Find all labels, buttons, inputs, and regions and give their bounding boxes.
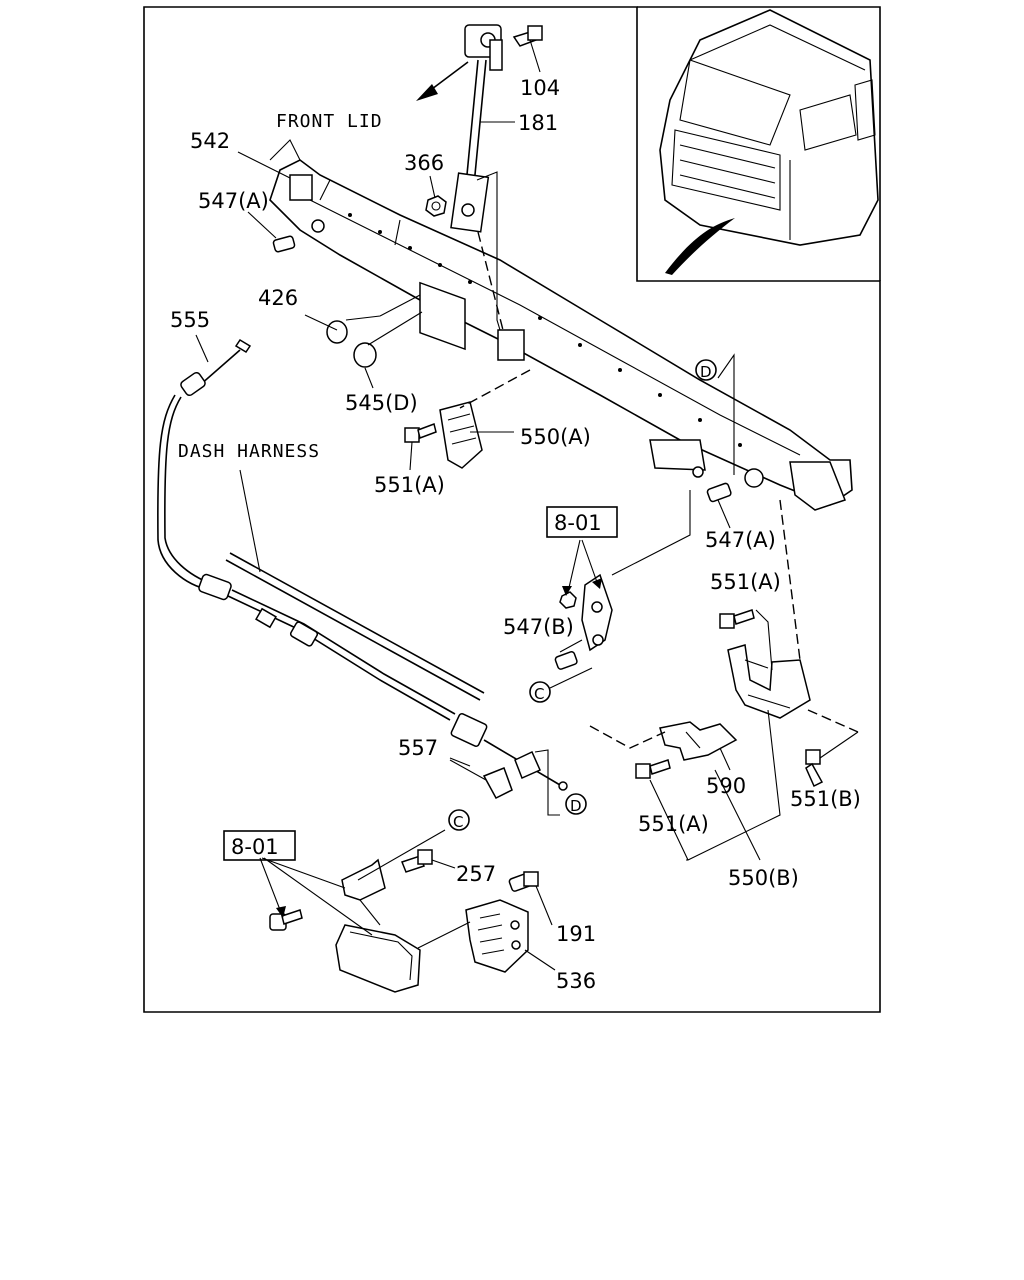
leader-lamp-hinge <box>417 921 471 949</box>
bolt-551a-lower <box>635 759 671 779</box>
leader-547a-right <box>717 499 731 529</box>
ref-circle-c-left <box>529 681 551 703</box>
inset-frame <box>637 6 881 281</box>
callout-542: 542 <box>190 129 230 153</box>
diagram-frame <box>143 6 881 1013</box>
gas-strut-181 <box>450 24 503 233</box>
callout-547b: 547(B) <box>503 615 574 639</box>
leader-104 <box>529 39 541 73</box>
cross-member-542 <box>269 139 853 511</box>
cab-inset-illustration <box>659 9 879 275</box>
ref-box-801-lower <box>223 830 296 861</box>
ref-801-lower: 8-01 <box>231 835 279 859</box>
strut-link-lines <box>476 171 501 331</box>
ref-c-left: C <box>534 685 544 703</box>
ref-d-top: D <box>700 363 712 381</box>
leader-366 <box>429 175 436 199</box>
leader-d-top <box>717 353 735 475</box>
leader-257 <box>431 859 456 869</box>
nut-366 <box>425 195 447 217</box>
leader-c-lower <box>357 829 446 881</box>
leader-551a-upper <box>409 441 413 471</box>
bolt-547a-right <box>692 466 732 503</box>
callout-426: 426 <box>258 286 298 310</box>
callout-551a-upper: 551(A) <box>374 473 445 497</box>
ref-circle-c-bottom <box>448 809 470 831</box>
leader-426 <box>304 294 421 331</box>
leader-547b <box>559 639 583 653</box>
leader-801-mid <box>567 539 599 593</box>
bolt-104 <box>512 25 543 47</box>
dash-strut-member <box>477 231 504 331</box>
callout-551a-lower: 551(A) <box>638 812 709 836</box>
dash-cable-clip <box>589 725 666 749</box>
ref-c-bottom: C <box>453 813 463 831</box>
leader-547a-left <box>247 211 277 239</box>
leader-557 <box>449 757 471 767</box>
callout-547a-left: 547(A) <box>198 189 269 213</box>
lamp-assembly <box>335 924 421 993</box>
dash-member-bracket <box>459 369 531 409</box>
caption-front-lid: FRONT LID <box>276 111 383 132</box>
hinge-536 <box>465 899 529 973</box>
clamp-557 <box>449 759 513 799</box>
dash-bracket-551b <box>807 709 859 733</box>
leader-550b <box>649 709 781 861</box>
leader-590 <box>719 747 731 771</box>
bracket-550b <box>719 609 811 719</box>
bolt-551b <box>805 749 824 788</box>
callout-257: 257 <box>456 862 496 886</box>
front-lid-arrow <box>416 61 469 101</box>
leader-cable-d <box>534 749 560 816</box>
ref-circle-d-bottom <box>565 793 587 815</box>
ref-circle-d-top <box>695 359 717 381</box>
ref-d-bottom: D <box>570 797 582 815</box>
bolt-lamp <box>269 909 303 931</box>
bolt-551a-upper <box>404 423 437 443</box>
lamp-bracket <box>341 858 386 926</box>
bracket-550a <box>439 401 483 469</box>
ref-801-mid: 8-01 <box>554 511 602 535</box>
leader-bracket-member <box>611 490 691 576</box>
ref-box-801-mid <box>546 506 618 538</box>
callout-590: 590 <box>706 774 746 798</box>
callout-366: 366 <box>404 151 444 175</box>
callout-555: 555 <box>170 308 210 332</box>
callout-545d: 545(D) <box>345 391 418 415</box>
callout-181: 181 <box>518 111 558 135</box>
leader-536 <box>524 949 556 971</box>
leader-801-lower <box>259 857 373 936</box>
leader-545d <box>364 311 423 389</box>
clip-590 <box>659 721 738 761</box>
callout-191: 191 <box>556 922 596 946</box>
callout-551b: 551(B) <box>790 787 861 811</box>
callout-557: 557 <box>398 736 438 760</box>
leader-c-left <box>549 667 593 689</box>
bolt-257 <box>401 849 433 873</box>
bolt-191 <box>508 871 539 892</box>
leader-551a-right <box>755 609 773 671</box>
callout-536: 536 <box>556 969 596 993</box>
leader-542 <box>237 151 291 179</box>
callout-104: 104 <box>520 76 560 100</box>
dash-harness <box>225 469 485 701</box>
bolt-547a-left <box>272 235 296 253</box>
bracket-assembly-mid <box>554 573 613 670</box>
callout-551a-right: 551(A) <box>710 570 781 594</box>
leader-191 <box>535 885 553 926</box>
dash-bracket-right <box>779 499 801 661</box>
callout-547a-right: 547(A) <box>705 528 776 552</box>
caption-dash-harness: DASH HARNESS <box>178 441 320 462</box>
plug-426 <box>326 320 348 344</box>
leader-555 <box>195 334 209 363</box>
leader-551b <box>819 731 859 759</box>
callout-550a: 550(A) <box>520 425 591 449</box>
cable-555 <box>157 338 568 791</box>
plug-545d <box>353 342 377 368</box>
callout-550b: 550(B) <box>728 866 799 890</box>
